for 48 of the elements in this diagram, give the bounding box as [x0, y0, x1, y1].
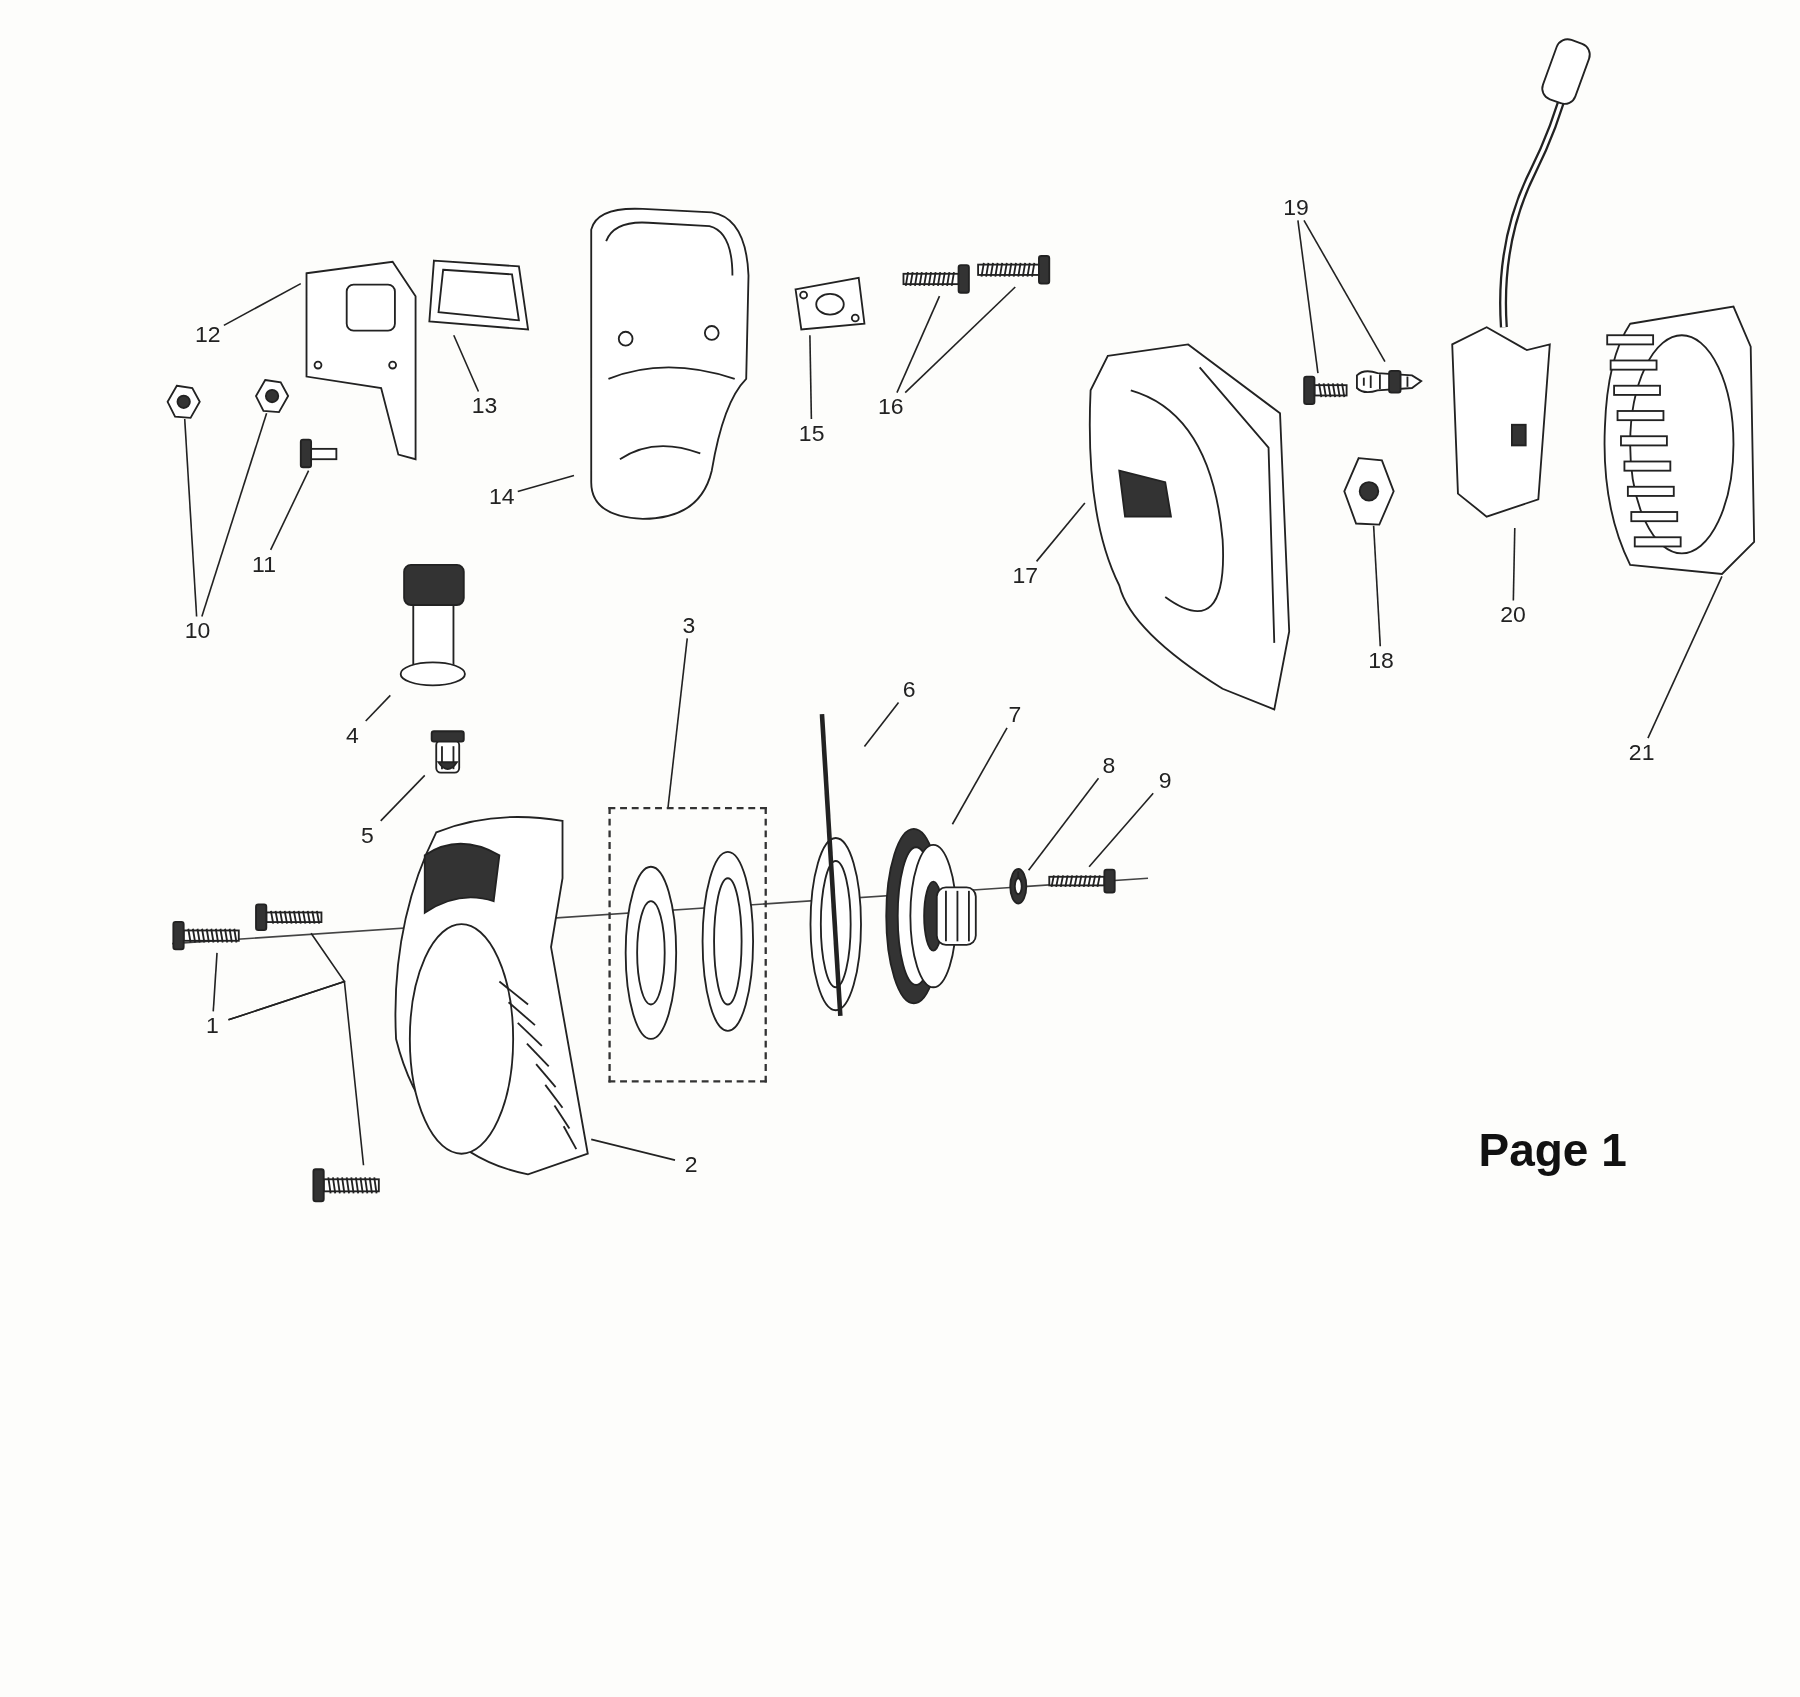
leader-line: [951, 727, 1008, 826]
leader-line: [1088, 792, 1154, 868]
leader-line: [904, 286, 1017, 394]
leader-line: [223, 282, 302, 327]
leader-line: [896, 295, 941, 394]
leader-line: [452, 334, 480, 393]
leader-line: [1647, 575, 1723, 739]
leader-line: [1512, 527, 1516, 602]
leader-line: [183, 418, 198, 618]
leader-line: [1297, 219, 1319, 374]
callout-number: 3: [672, 610, 705, 639]
callout-number: 5: [351, 820, 384, 849]
leader-line: [590, 1138, 676, 1161]
callout-number: 1: [196, 1011, 229, 1039]
callout-number: 12: [191, 320, 224, 348]
callout-number: 2: [675, 1150, 708, 1178]
page-number: Page 1: [1478, 1125, 1627, 1177]
callout-number: 20: [1497, 600, 1530, 628]
callout-number: 16: [874, 392, 907, 421]
leader-line: [227, 980, 365, 1167]
leader-line: [364, 694, 392, 722]
callout-number: 6: [893, 675, 926, 703]
callout-number: 18: [1364, 646, 1398, 674]
callout-number: 4: [336, 720, 369, 749]
leader-line: [1035, 502, 1086, 563]
callout-number: 11: [247, 549, 281, 578]
leader-line: [201, 412, 268, 618]
leader-line: [212, 952, 218, 1013]
callout-number: 7: [998, 700, 1031, 728]
leader-line: [1303, 219, 1386, 363]
callout-number: 21: [1625, 738, 1658, 766]
callout-number: 19: [1280, 192, 1313, 221]
callout-number: 10: [181, 616, 214, 645]
dashed-group-box: [608, 807, 767, 1083]
leader-line: [863, 701, 900, 748]
leader-line: [1027, 777, 1100, 872]
leader-line: [809, 334, 813, 420]
callout-number: 15: [795, 419, 828, 447]
leader-line: [1372, 524, 1382, 648]
callout-number: 17: [1009, 561, 1042, 589]
callout-number: 14: [485, 482, 518, 510]
callout-number: 8: [1092, 750, 1126, 779]
leader-line: [379, 774, 426, 822]
callout-number: 13: [468, 391, 501, 419]
leader-line: [667, 637, 689, 808]
callout-number: 9: [1149, 765, 1182, 794]
leader-line: [516, 474, 575, 493]
leader-line: [269, 469, 310, 551]
